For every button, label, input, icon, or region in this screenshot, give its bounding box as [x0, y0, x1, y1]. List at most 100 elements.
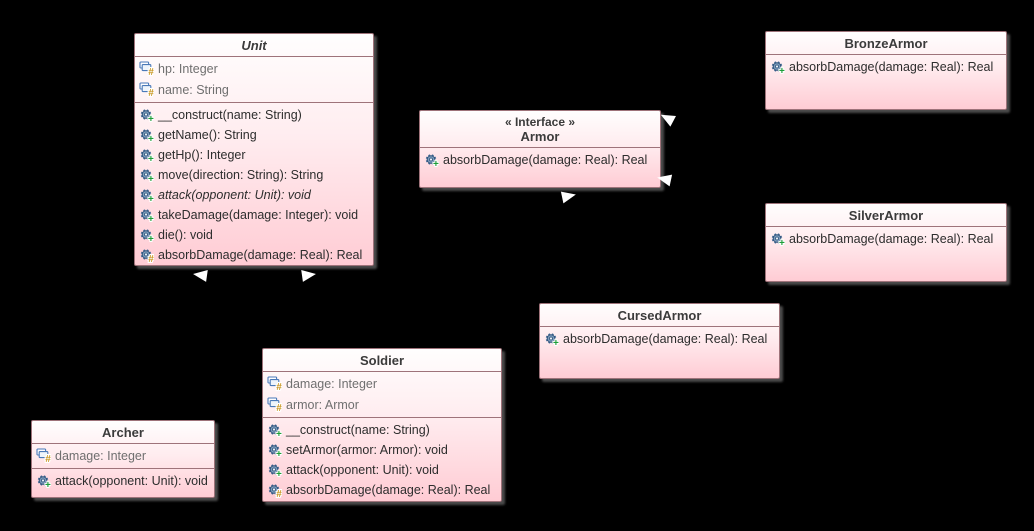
- svg-text:#: #: [276, 403, 282, 412]
- method-public-icon: +: [770, 232, 785, 247]
- method-row[interactable]: #absorbDamage(damage: Real): Real: [135, 245, 373, 265]
- svg-text:+: +: [148, 214, 154, 223]
- class-box-bronzearmor[interactable]: BronzeArmor + absorbDamage(damage: Real):…: [765, 31, 1007, 110]
- class-title-bar[interactable]: CursedArmor: [540, 304, 779, 326]
- method-row[interactable]: + absorbDamage(damage: Real): Real: [766, 57, 1006, 77]
- attributes-section: #damage: Integer #armor: Armor: [263, 371, 501, 417]
- generalization-arrowhead[interactable]: [300, 267, 318, 283]
- method-row[interactable]: +takeDamage(damage: Integer): void: [135, 205, 373, 225]
- svg-text:+: +: [148, 114, 154, 123]
- attribute-text: hp: Integer: [158, 61, 218, 76]
- method-row[interactable]: + __construct(name: String): [263, 420, 501, 440]
- svg-text:+: +: [779, 66, 785, 75]
- method-row[interactable]: +attack(opponent: Unit): void: [135, 185, 373, 205]
- method-row[interactable]: + absorbDamage(damage: Real): Real: [420, 150, 660, 170]
- method-row[interactable]: +move(direction: String): String: [135, 165, 373, 185]
- methods-section: +__construct(name: String) + getName(): S…: [135, 102, 373, 265]
- attributes-section: # hp: Integer #name: String: [135, 56, 373, 102]
- svg-text:+: +: [433, 159, 439, 168]
- attribute-row[interactable]: # hp: Integer: [135, 58, 373, 79]
- methods-section: + absorbDamage(damage: Real): Real: [420, 147, 660, 173]
- method-row[interactable]: + attack(opponent: Unit): void: [263, 460, 501, 480]
- class-box-unit[interactable]: Unit #hp: Integer #name: String +__const…: [134, 33, 374, 266]
- svg-text:+: +: [553, 338, 559, 347]
- method-text: getName(): String: [158, 128, 257, 142]
- method-text: absorbDamage(damage: Real): Real: [563, 332, 768, 346]
- method-public-icon: +: [424, 153, 439, 168]
- realization-arrowhead[interactable]: [655, 170, 674, 187]
- attribute-row[interactable]: # damage: Integer: [32, 445, 214, 466]
- method-public-icon: +: [36, 474, 51, 489]
- class-name: Archer: [102, 425, 144, 440]
- class-box-cursedarmor[interactable]: CursedArmor + absorbDamage(damage: Real):…: [539, 303, 780, 379]
- method-row[interactable]: + attack(opponent: Unit): void: [32, 471, 214, 491]
- method-text: absorbDamage(damage: Real): Real: [286, 483, 491, 497]
- method-public-icon: +: [139, 168, 154, 183]
- attribute-row[interactable]: #armor: Armor: [263, 394, 501, 415]
- svg-text:#: #: [148, 254, 154, 263]
- field-protected-icon: #: [139, 61, 154, 76]
- attribute-text: damage: Integer: [55, 448, 147, 463]
- method-public-icon: +: [139, 108, 154, 123]
- method-text: die(): void: [158, 228, 213, 242]
- method-row[interactable]: + getName(): String: [135, 125, 373, 145]
- method-text: setArmor(armor: Armor): void: [286, 443, 448, 457]
- svg-text:+: +: [148, 134, 154, 143]
- class-title-bar[interactable]: BronzeArmor: [766, 32, 1006, 54]
- svg-text:+: +: [148, 174, 154, 183]
- method-row[interactable]: + setArmor(armor: Armor): void: [263, 440, 501, 460]
- method-text: __construct(name: String): [286, 423, 430, 437]
- attribute-text: name: String: [158, 82, 229, 97]
- class-title-bar[interactable]: Soldier: [263, 349, 501, 371]
- class-box-armor[interactable]: « Interface » Armor + absorbDamage(damage…: [419, 110, 661, 188]
- class-name: CursedArmor: [617, 308, 702, 323]
- class-name: Soldier: [359, 353, 405, 368]
- class-title-bar[interactable]: Unit: [135, 34, 373, 56]
- method-text: absorbDamage(damage: Real): Real: [443, 153, 648, 167]
- svg-text:+: +: [779, 238, 785, 247]
- svg-text:+: +: [276, 429, 282, 438]
- methods-section: + attack(opponent: Unit): void: [32, 468, 214, 494]
- method-row[interactable]: +absorbDamage(damage: Real): Real: [766, 229, 1006, 249]
- method-public-icon: +: [139, 208, 154, 223]
- class-box-silverarmor[interactable]: SilverArmor +absorbDamage(damage: Real):…: [765, 203, 1007, 282]
- class-title-bar[interactable]: Archer: [32, 421, 214, 443]
- svg-text:+: +: [276, 469, 282, 478]
- method-text: absorbDamage(damage: Real): Real: [789, 60, 994, 74]
- class-box-archer[interactable]: Archer # damage: Integer + attack(opponent…: [31, 420, 215, 498]
- svg-text:+: +: [276, 449, 282, 458]
- generalization-arrowhead[interactable]: [191, 267, 209, 283]
- realization-arrowhead[interactable]: [657, 108, 678, 128]
- svg-text:#: #: [45, 454, 51, 463]
- class-name: Unit: [241, 38, 267, 53]
- svg-text:#: #: [148, 67, 154, 76]
- svg-text:+: +: [45, 480, 51, 489]
- method-text: attack(opponent: Unit): void: [158, 188, 311, 202]
- attribute-row[interactable]: #damage: Integer: [263, 373, 501, 394]
- class-title-bar[interactable]: « Interface » Armor: [420, 111, 660, 147]
- method-row[interactable]: + getHp(): Integer: [135, 145, 373, 165]
- method-row[interactable]: + absorbDamage(damage: Real): Real: [540, 329, 779, 349]
- svg-text:+: +: [148, 234, 154, 243]
- method-text: attack(opponent: Unit): void: [55, 474, 208, 488]
- method-protected-icon: #: [267, 483, 282, 498]
- svg-text:+: +: [148, 154, 154, 163]
- method-row[interactable]: + die(): void: [135, 225, 373, 245]
- class-stereotype: « Interface »: [504, 115, 576, 129]
- method-text: getHp(): Integer: [158, 148, 246, 162]
- methods-section: +absorbDamage(damage: Real): Real: [766, 226, 1006, 252]
- class-name: Armor: [520, 129, 560, 144]
- attribute-row[interactable]: #name: String: [135, 79, 373, 100]
- svg-text:#: #: [276, 382, 282, 391]
- method-row[interactable]: # absorbDamage(damage: Real): Real: [263, 480, 501, 500]
- method-public-icon: +: [139, 228, 154, 243]
- method-text: attack(opponent: Unit): void: [286, 463, 439, 477]
- method-public-icon: +: [544, 332, 559, 347]
- realization-arrowhead[interactable]: [560, 187, 579, 204]
- method-public-icon: +: [139, 128, 154, 143]
- class-title-bar[interactable]: SilverArmor: [766, 204, 1006, 226]
- class-box-soldier[interactable]: Soldier #damage: Integer #armor: Armor +…: [262, 348, 502, 502]
- method-protected-icon: #: [139, 248, 154, 263]
- method-row[interactable]: +__construct(name: String): [135, 105, 373, 125]
